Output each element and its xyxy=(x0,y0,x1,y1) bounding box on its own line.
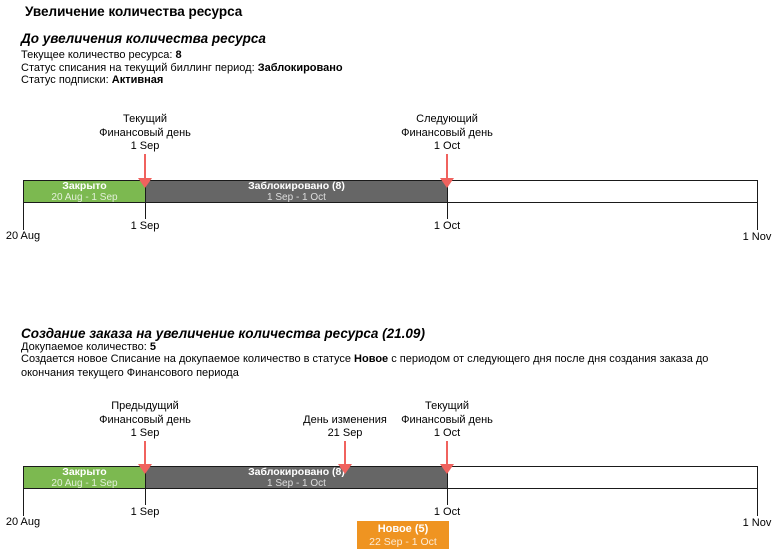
marker-previous-fin-day: Предыдущий Финансовый день 1 Sep xyxy=(70,400,220,441)
fact-value: Заблокировано xyxy=(257,61,343,74)
marker-line: Финансовый день xyxy=(99,413,191,426)
arrow-down-icon xyxy=(446,441,448,466)
fact-label: Статус списания на текущий биллинг перио… xyxy=(21,61,258,74)
tick-mark xyxy=(145,203,146,219)
marker-line: День изменения xyxy=(303,413,387,426)
arrow-down-icon xyxy=(344,441,346,466)
arrow-down-icon xyxy=(144,154,146,180)
tick-label: 1 Oct xyxy=(433,506,461,518)
fact-value: 5 xyxy=(149,341,157,353)
new-charge-box: Новое (5) 22 Sep - 1 Oct xyxy=(357,521,449,549)
tick-label: 1 Nov xyxy=(742,231,772,243)
marker-line: Финансовый день xyxy=(401,413,493,426)
fact-added-quantity: Докупаемое количество: 5 xyxy=(21,341,156,353)
segment-period: 20 Aug - 1 Sep xyxy=(51,477,118,489)
segment-closed: Закрыто 20 Aug - 1 Sep xyxy=(24,466,146,489)
marker-date: 1 Sep xyxy=(130,140,160,152)
segment-closed: Закрыто 20 Aug - 1 Sep xyxy=(24,180,146,203)
note-bold: Новое xyxy=(354,353,389,365)
tick-mark xyxy=(447,489,448,505)
tick-mark xyxy=(757,489,758,516)
tick-mark xyxy=(145,489,146,505)
tick-mark xyxy=(23,489,24,516)
fact-label: Статус подписки: xyxy=(21,74,112,86)
arrow-down-icon xyxy=(138,178,152,188)
page-title: Увеличение количества ресурса xyxy=(25,4,243,19)
arrow-down-icon xyxy=(144,441,146,466)
marker-date: 1 Sep xyxy=(130,427,160,439)
section-before-heading: До увеличения количества ресурса xyxy=(21,31,266,46)
fact-value: 8 xyxy=(175,49,182,61)
marker-line: Текущий xyxy=(425,400,469,412)
new-charge-period: 22 Sep - 1 Oct xyxy=(369,535,437,548)
marker-current-fin-day: Текущий Финансовый день 1 Oct xyxy=(372,400,522,441)
tick-mark xyxy=(23,203,24,230)
tick-mark xyxy=(447,203,448,219)
timeline-order-bar: Закрыто 20 Aug - 1 Sep Заблокировано (8)… xyxy=(23,466,758,489)
marker-line: Следующий xyxy=(416,113,478,125)
segment-status: Заблокировано (8) xyxy=(248,466,345,478)
fact-charge-status: Статус списания на текущий биллинг перио… xyxy=(21,62,343,74)
marker-date: 21 Sep xyxy=(327,427,363,439)
fact-subscription-status: Статус подписки: Активная xyxy=(21,74,163,86)
segment-status: Закрыто xyxy=(62,180,107,192)
tick-label: 1 Oct xyxy=(433,220,461,232)
marker-line: Финансовый день xyxy=(99,126,191,139)
marker-line: Предыдущий xyxy=(111,400,179,412)
segment-blocked: Заблокировано (8) 1 Sep - 1 Oct xyxy=(146,180,448,203)
arrow-down-icon xyxy=(440,178,454,188)
segment-period: 20 Aug - 1 Sep xyxy=(51,191,118,203)
timeline-before-bar: Закрыто 20 Aug - 1 Sep Заблокировано (8)… xyxy=(23,180,758,203)
segment-period: 1 Sep - 1 Oct xyxy=(267,477,326,489)
marker-date: 1 Oct xyxy=(433,140,461,152)
marker-date: 1 Oct xyxy=(433,427,461,439)
arrow-down-icon xyxy=(338,464,352,474)
segment-status: Заблокировано (8) xyxy=(248,180,345,192)
segment-period: 1 Sep - 1 Oct xyxy=(267,191,326,203)
fact-value: Активная xyxy=(111,74,164,86)
section-order-heading: Создание заказа на увеличение количества… xyxy=(21,326,425,341)
marker-change-day: День изменения 21 Sep xyxy=(270,414,420,441)
marker-current-fin-day: Текущий Финансовый день 1 Sep xyxy=(70,113,220,154)
tick-label: 1 Nov xyxy=(742,517,772,529)
order-note: Создается новое Списание на докупаемое к… xyxy=(21,353,755,380)
fact-label: Докупаемое количество: xyxy=(21,341,150,353)
marker-next-fin-day: Следующий Финансовый день 1 Oct xyxy=(372,113,522,154)
tick-label: 1 Sep xyxy=(130,506,160,518)
note-text: с периодом от следующего дня после дня с… xyxy=(21,353,709,379)
note-text: Создается новое Списание на докупаемое к… xyxy=(21,353,355,365)
marker-line: Финансовый день xyxy=(401,126,493,139)
tick-mark xyxy=(757,203,758,230)
new-charge-status: Новое (5) xyxy=(377,523,429,535)
marker-line: Текущий xyxy=(123,113,167,125)
arrow-down-icon xyxy=(440,464,454,474)
tick-label: 20 Aug xyxy=(5,516,41,528)
tick-label: 20 Aug xyxy=(5,230,41,242)
tick-label: 1 Sep xyxy=(130,220,160,232)
segment-blocked: Заблокировано (8) 1 Sep - 1 Oct xyxy=(146,466,448,489)
fact-label: Текущее количество ресурса: xyxy=(21,49,176,61)
arrow-down-icon xyxy=(446,154,448,180)
arrow-down-icon xyxy=(138,464,152,474)
fact-current-quantity: Текущее количество ресурса: 8 xyxy=(21,49,182,61)
segment-status: Закрыто xyxy=(62,466,107,478)
